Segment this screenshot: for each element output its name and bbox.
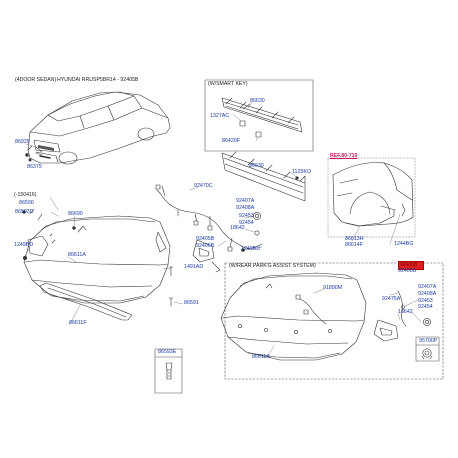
park-assist-bumper-cover [220,272,367,361]
part-label-91890m[interactable]: 91890M [323,285,343,291]
part-label-92470c[interactable]: 92470C [194,183,213,189]
park-assist-section-title: (W/REAR PARK'G ASSIST SYSTEM) [229,263,316,269]
lower-reinforcement-strip [39,282,133,321]
rear-quarter-panel [332,162,414,227]
rear-bumper-beam [221,151,306,202]
part-label-86690[interactable]: 86690 [68,211,83,217]
part-label-86593e[interactable]: 86593E [158,349,177,355]
part-label-92408a-b[interactable]: 92408A [418,291,437,297]
part-label-1244bg[interactable]: 1244BG [394,241,414,247]
part-label-86593d[interactable]: 86593D [15,209,34,215]
part-label-92408a-a[interactable]: 92408A [236,205,255,211]
part-label-1125ko[interactable]: 1125KO [292,169,312,175]
part-label-92453-a[interactable]: 92453 [239,213,254,219]
part-label-92454-b[interactable]: 92454 [418,304,433,310]
part-label-92406b[interactable]: 92406B [196,243,215,249]
sedan-car-illustration [27,91,171,165]
part-label-18642-b[interactable]: 18642 [398,309,413,315]
part-label-92407a-b[interactable]: 92407A [418,284,437,290]
part-label-92405b[interactable]: 92405B [196,236,215,242]
part-label-86420f[interactable]: 86420F [222,138,240,144]
part-label-86611f[interactable]: 86611F [69,320,87,326]
part-label-92454-a[interactable]: 92454 [239,220,254,226]
part-label-1491ad[interactable]: 1491AD [184,264,204,270]
part-label-1249bd-left[interactable]: 1249BD [14,242,34,248]
part-label-95700p[interactable]: 95700P [419,338,438,344]
part-label-86630-a[interactable]: 86630 [250,98,265,104]
date-note: (-150416) [14,192,37,198]
part-label-86613h[interactable]: 86613H [345,236,364,242]
part-label-86611a-main[interactable]: 86611A [68,252,86,258]
highlighted-part-box[interactable]: 92405B [398,261,424,270]
part-label-1327ac[interactable]: 1327AC [210,113,230,119]
part-label-92406b-park[interactable]: 92406B [398,268,417,274]
part-label-92405b-highlighted: 92405B [400,262,418,268]
part-label-92453-b[interactable]: 92453 [418,298,433,304]
part-label-92407a-a[interactable]: 92407A [236,198,255,204]
sensor-95700p-icon [421,348,433,360]
model-note: (4DOOR SEDAN) [15,77,57,83]
part-label-86611a-park[interactable]: 86611A [252,354,270,360]
part-label-86925[interactable]: 86925 [15,139,30,145]
part-label-86630-b[interactable]: 86630 [249,163,264,169]
part-label-86379[interactable]: 86379 [27,164,42,170]
smart-key-bumper-beam [221,97,303,133]
part-label-86614f[interactable]: 86614F [345,242,363,248]
smart-key-section-title: (W/SMART KEY) [208,81,248,87]
reflector-left [192,239,215,263]
reflector-right [373,319,399,342]
model-title: HYUNDAI RRUSP5BR14 - 92405B [57,77,139,83]
part-label-18642-a[interactable]: 18642 [230,225,245,231]
part-label-86591[interactable]: 86591 [184,300,199,306]
rear-bumper-cover [23,215,171,304]
clip-86593e-icon [165,362,173,380]
reference-link[interactable]: REF.80-710 [330,153,358,159]
part-label-86590[interactable]: 86590 [19,200,34,206]
part-label-1249bd-mid[interactable]: 1249BD [241,246,261,252]
part-label-92475a[interactable]: 92475A [382,296,401,302]
wiring-harness [156,185,263,249]
